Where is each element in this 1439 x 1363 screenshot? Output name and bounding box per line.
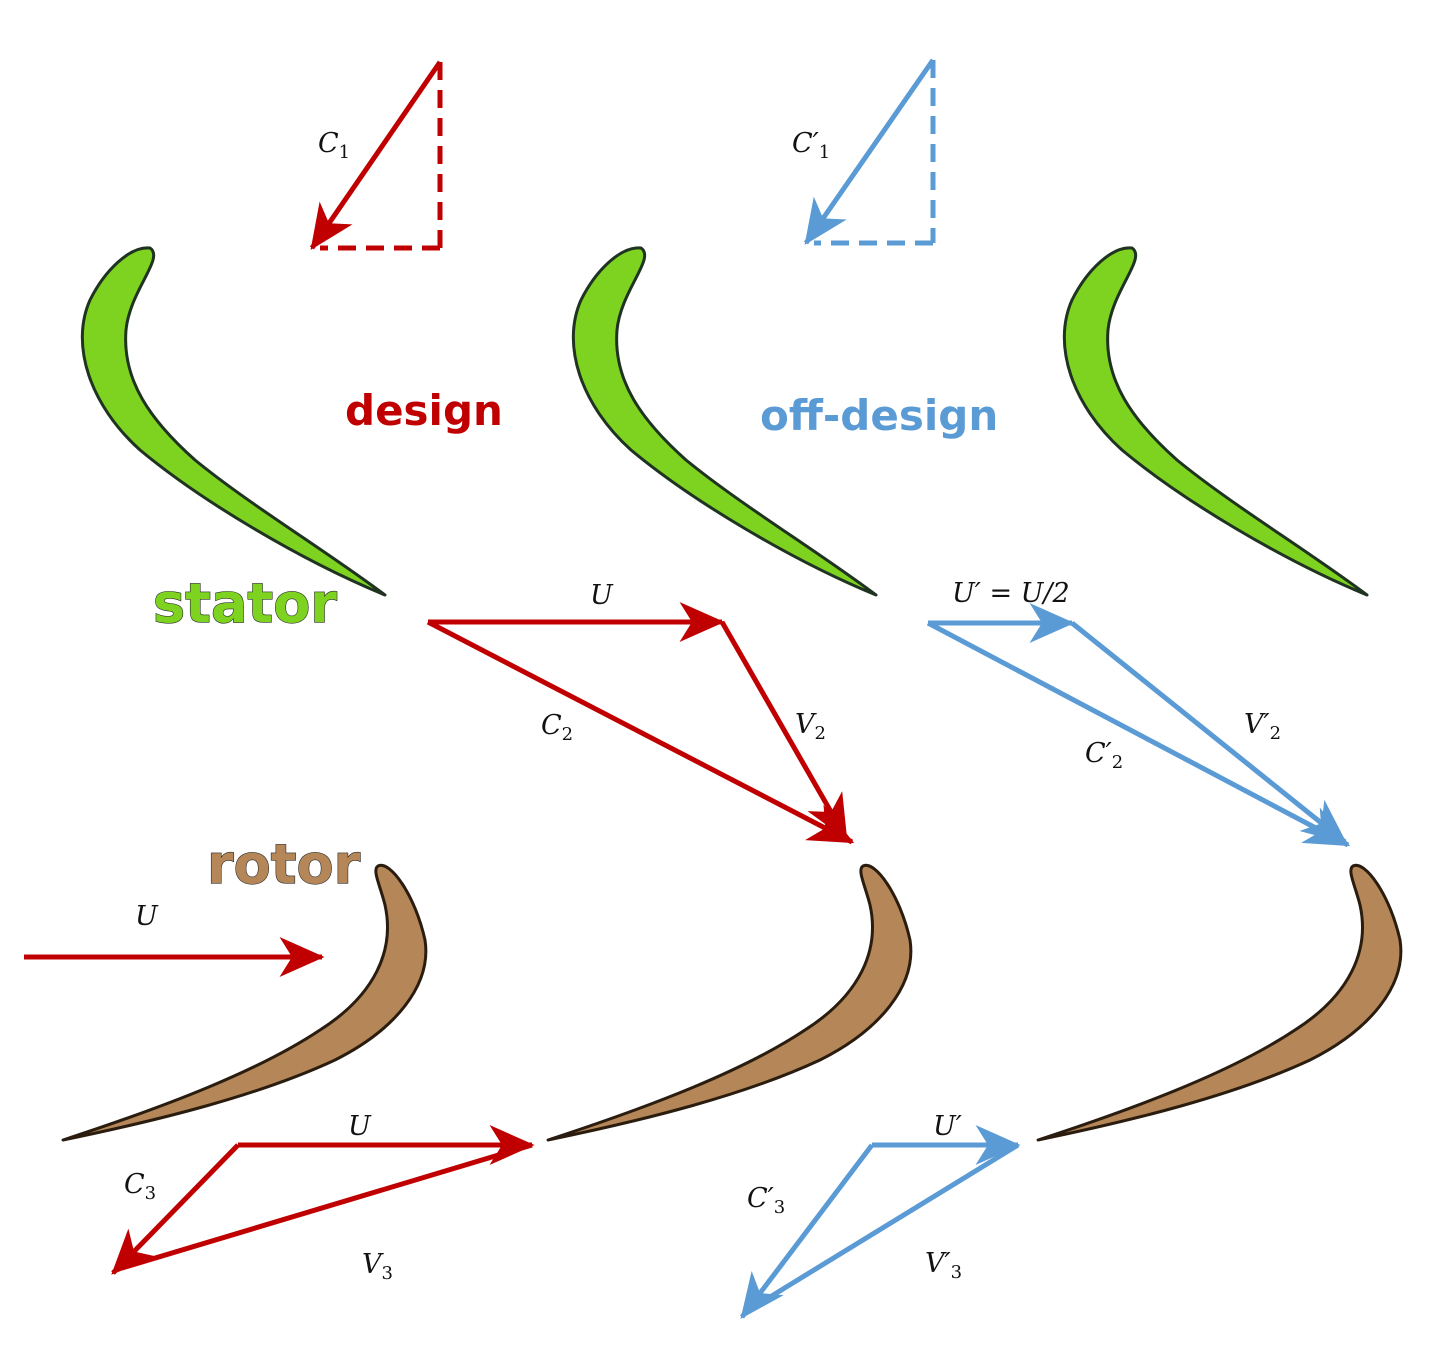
label-v3p: V′3: [925, 1248, 962, 1283]
off-design-inlet-triangle: [803, 58, 936, 246]
label-v3: V3: [362, 1249, 393, 1284]
c2p-vector: [926, 620, 1351, 848]
label-v2: V2: [795, 709, 826, 744]
rotor-title: rotor: [207, 833, 361, 896]
label-u-bottom: U: [348, 1111, 372, 1142]
label-c2: C2: [541, 710, 573, 745]
stator-blade-3: [1062, 246, 1369, 597]
c3-vector: [111, 1143, 240, 1275]
off-design-rotor-exit-triangle: [740, 1125, 1021, 1319]
c3p-vector: [740, 1143, 874, 1319]
label-v2p: V′2: [1244, 709, 1281, 744]
c1-vector: [309, 60, 443, 251]
label-c2p: C′2: [1085, 738, 1123, 773]
label-u-rotor: U: [135, 901, 159, 932]
c2-vector: [426, 619, 855, 845]
off-design-exit-triangle: [926, 603, 1351, 848]
rotor-blades: [61, 863, 1403, 1142]
label-c1p: C′1: [792, 128, 830, 163]
design-title: design: [345, 386, 503, 435]
v2p-vector: [1070, 621, 1347, 844]
label-c1: C1: [318, 128, 350, 163]
stator-blades: [80, 246, 1369, 597]
c1p-vector: [803, 58, 936, 246]
stator-blade-1: [80, 246, 387, 597]
off-design-title: off-design: [760, 391, 998, 440]
label-c3p: C′3: [747, 1183, 785, 1218]
design-exit-triangle: [426, 602, 855, 845]
stator-title: stator: [153, 572, 337, 635]
label-up-bottom: U′: [933, 1111, 962, 1142]
design-rotor-exit-triangle: [111, 1125, 535, 1275]
v3-vector: [121, 1142, 533, 1271]
rotor-blade-2: [546, 863, 913, 1142]
label-c3: C3: [124, 1169, 156, 1204]
stator-blade-2: [571, 246, 878, 597]
v3p-vector: [750, 1142, 1020, 1311]
label-u-top: U: [590, 580, 614, 611]
label-up-eq: U′ = U/2: [952, 578, 1070, 609]
rotor-blade-3: [1036, 863, 1403, 1142]
rotor-blade-1: [61, 863, 428, 1142]
design-inlet-triangle: [309, 60, 443, 251]
v2-vector: [719, 620, 849, 841]
